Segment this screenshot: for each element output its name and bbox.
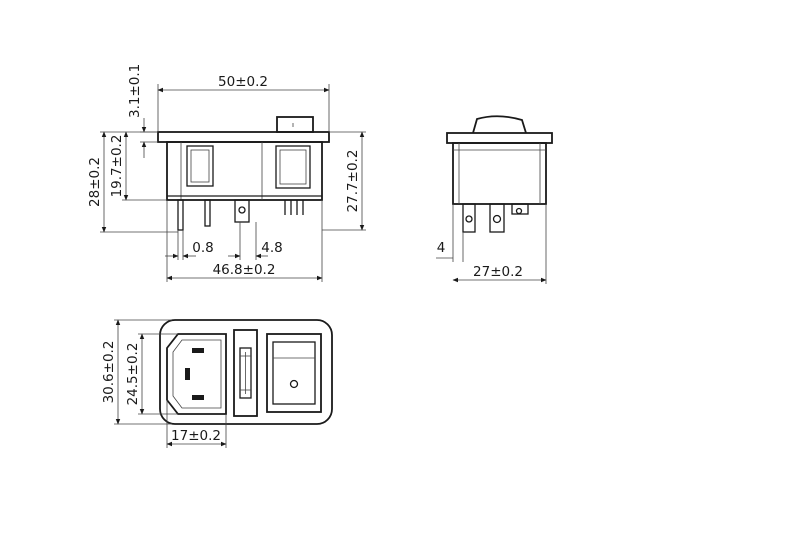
dim-body-height-label: 19.7±0.2 (109, 135, 125, 198)
fuse (239, 347, 252, 399)
dim-body-width-label: 46.8±0.2 (213, 262, 276, 278)
dim-right-height: 27.7±0.2 (322, 131, 366, 231)
front-face-view: 30.6±0.2 24.5±0.2 17±0.2 (101, 319, 333, 448)
rocker-actuator (472, 115, 527, 134)
dim-side-pin-offset-label: 4 (437, 240, 446, 256)
dim-right-height-label: 27.7±0.2 (345, 150, 361, 213)
dim-top-flange-label: 3.1±0.1 (127, 64, 143, 118)
inlet-pin-middle (185, 368, 190, 380)
dim-top-flange: 3.1±0.1 (127, 64, 158, 158)
dim-total-height: 28±0.2 (87, 131, 178, 233)
dim-pin-thickness: 0.8 (165, 230, 214, 260)
side-terminals (462, 203, 529, 233)
dim-inlet-width-label: 17±0.2 (171, 428, 221, 444)
dim-top-width-label: 50±0.2 (218, 74, 268, 90)
face-outline (159, 319, 333, 425)
pins (177, 199, 304, 231)
dim-total-height-label: 28±0.2 (87, 157, 103, 207)
right-window (275, 145, 311, 189)
iec-inlet (166, 333, 227, 415)
inlet-pin-top (192, 348, 204, 353)
side-view: 4 27±0.2 (436, 115, 553, 284)
dim-side-depth: 27±0.2 (452, 204, 547, 284)
fuse-holder (233, 329, 258, 417)
dim-body-width: 46.8±0.2 (166, 200, 323, 282)
dim-body-height: 19.7±0.2 (109, 131, 167, 201)
dim-pin-spacing-label: 4.8 (261, 240, 282, 256)
front-elevation-view: 50±0.2 3.1±0.1 28±0.2 19.7±0.2 (87, 64, 366, 282)
dim-inlet-width: 17±0.2 (166, 400, 227, 448)
dim-pin-spacing: 4.8 (228, 222, 283, 260)
switch-rocker (272, 341, 316, 405)
switch-indicator (289, 379, 299, 389)
dim-side-depth-label: 27±0.2 (473, 264, 523, 280)
dim-side-pin-offset: 4 (436, 204, 464, 262)
switch-nub (276, 116, 314, 133)
dim-pin-thickness-label: 0.8 (192, 240, 213, 256)
dim-top-width: 50±0.2 (157, 74, 330, 132)
left-window (186, 145, 214, 187)
dim-front-inner-height: 24.5±0.2 (125, 333, 178, 415)
dim-front-height: 30.6±0.2 (101, 319, 172, 425)
body-outline (166, 141, 323, 201)
dim-front-height-label: 30.6±0.2 (101, 341, 117, 404)
flange-outline (157, 131, 330, 143)
dim-front-inner-height-label: 24.5±0.2 (125, 343, 141, 406)
inlet-pin-bottom (192, 395, 204, 400)
switch-frame (266, 333, 322, 413)
